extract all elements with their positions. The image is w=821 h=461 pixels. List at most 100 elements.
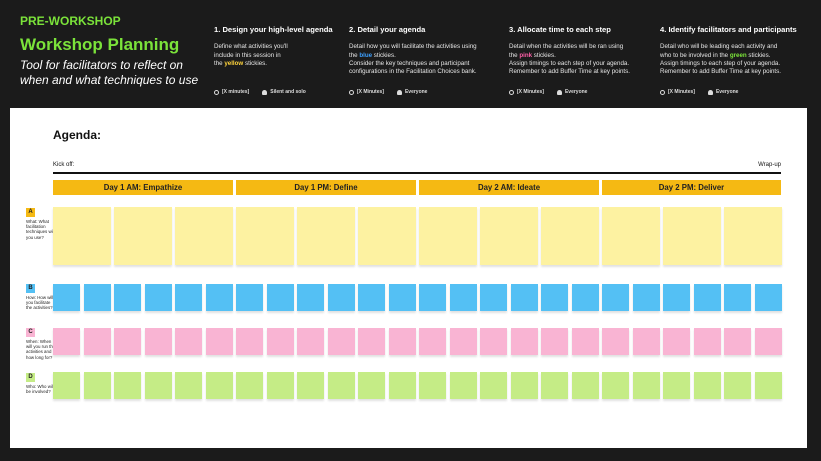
sticky-when[interactable] (571, 328, 599, 355)
sticky-who[interactable] (541, 372, 568, 399)
sticky-who[interactable] (266, 372, 294, 399)
step-line: Detail how you will facilitate the activ… (349, 43, 477, 51)
time-meta: [X Minutes] (509, 88, 544, 96)
step-text: the (349, 51, 360, 59)
sticky-how[interactable] (297, 284, 324, 311)
sticky-how[interactable] (449, 284, 477, 311)
sticky-when[interactable] (724, 328, 751, 355)
sticky-who[interactable] (419, 372, 446, 399)
sticky-who[interactable] (754, 372, 782, 399)
sticky-who[interactable] (114, 372, 141, 399)
sticky-who[interactable] (327, 372, 355, 399)
sticky-what[interactable] (236, 207, 294, 265)
sticky-when[interactable] (510, 328, 538, 355)
sticky-who[interactable] (358, 372, 385, 399)
sticky-when[interactable] (663, 328, 690, 355)
sticky-how[interactable] (663, 284, 690, 311)
sticky-how[interactable] (724, 284, 751, 311)
sticky-when[interactable] (388, 328, 416, 355)
sticky-how[interactable] (480, 284, 507, 311)
sticky-who[interactable] (510, 372, 538, 399)
step-line: Assign timings to each step of your agen… (509, 59, 630, 67)
sticky-who[interactable] (144, 372, 172, 399)
sticky-who[interactable] (388, 372, 416, 399)
person-icon (262, 89, 268, 95)
sticky-how[interactable] (571, 284, 599, 311)
sticky-when[interactable] (327, 328, 355, 355)
sticky-who[interactable] (602, 372, 629, 399)
sticky-who[interactable] (632, 372, 660, 399)
sticky-when[interactable] (114, 328, 141, 355)
sticky-how[interactable] (236, 284, 263, 311)
sticky-when[interactable] (266, 328, 294, 355)
sticky-when[interactable] (754, 328, 782, 355)
sticky-when[interactable] (236, 328, 263, 355)
sticky-who[interactable] (236, 372, 263, 399)
sticky-who[interactable] (297, 372, 324, 399)
sticky-when[interactable] (144, 328, 172, 355)
sticky-how[interactable] (83, 284, 111, 311)
sticky-who[interactable] (175, 372, 202, 399)
sticky-how[interactable] (602, 284, 629, 311)
sticky-how[interactable] (175, 284, 202, 311)
sticky-when[interactable] (358, 328, 385, 355)
sticky-when[interactable] (632, 328, 660, 355)
kickoff-label: Kick off: (53, 162, 75, 168)
sticky-how[interactable] (358, 284, 385, 311)
yellow-highlight: yellow (224, 59, 244, 67)
page-subtitle: Tool for facilitators to reflect on when… (20, 58, 199, 87)
sticky-how[interactable] (388, 284, 416, 311)
sticky-how[interactable] (144, 284, 172, 311)
sticky-how[interactable] (754, 284, 782, 311)
sticky-what[interactable] (358, 207, 416, 265)
sticky-when[interactable] (175, 328, 202, 355)
person-icon (707, 89, 713, 95)
step-line: configurations in the Facilitation Choic… (349, 68, 477, 76)
sticky-how[interactable] (541, 284, 568, 311)
sticky-what[interactable] (541, 207, 599, 265)
sticky-when[interactable] (297, 328, 324, 355)
sticky-when[interactable] (449, 328, 477, 355)
sticky-what[interactable] (53, 207, 111, 265)
sticky-what[interactable] (297, 207, 355, 265)
sticky-when[interactable] (205, 328, 233, 355)
sticky-what[interactable] (480, 207, 538, 265)
sticky-who[interactable] (53, 372, 80, 399)
sticky-how[interactable] (205, 284, 233, 311)
sticky-who[interactable] (693, 372, 721, 399)
sticky-who[interactable] (724, 372, 751, 399)
sticky-how[interactable] (53, 284, 80, 311)
time-text: [X Minutes] (357, 89, 384, 95)
sticky-what[interactable] (663, 207, 721, 265)
step-line: Detail when the activities will be ran u… (509, 43, 624, 51)
sticky-when[interactable] (83, 328, 111, 355)
sticky-who[interactable] (663, 372, 690, 399)
sticky-who[interactable] (83, 372, 111, 399)
sticky-when[interactable] (419, 328, 446, 355)
step-title: 4. Identify facilitators and participant… (660, 25, 797, 34)
sticky-who[interactable] (571, 372, 599, 399)
sticky-how[interactable] (419, 284, 446, 311)
sticky-what[interactable] (724, 207, 782, 265)
sticky-how[interactable] (632, 284, 660, 311)
sticky-how[interactable] (114, 284, 141, 311)
agenda-board[interactable]: Agenda: Kick off: Wrap-up Day 1 AM: Empa… (10, 108, 807, 448)
sticky-when[interactable] (602, 328, 629, 355)
sticky-how[interactable] (510, 284, 538, 311)
sticky-who[interactable] (480, 372, 507, 399)
sticky-what[interactable] (419, 207, 477, 265)
sticky-when[interactable] (541, 328, 568, 355)
sticky-when[interactable] (53, 328, 80, 355)
step-title: 1. Design your high-level agenda (214, 25, 333, 34)
sticky-how[interactable] (327, 284, 355, 311)
sticky-who[interactable] (205, 372, 233, 399)
sticky-what[interactable] (114, 207, 172, 265)
sticky-who[interactable] (449, 372, 477, 399)
sticky-when[interactable] (480, 328, 507, 355)
day-header-1: Day 1 AM: Empathize (53, 180, 233, 195)
sticky-how[interactable] (266, 284, 294, 311)
sticky-what[interactable] (175, 207, 233, 265)
sticky-how[interactable] (693, 284, 721, 311)
sticky-what[interactable] (602, 207, 660, 265)
sticky-when[interactable] (693, 328, 721, 355)
